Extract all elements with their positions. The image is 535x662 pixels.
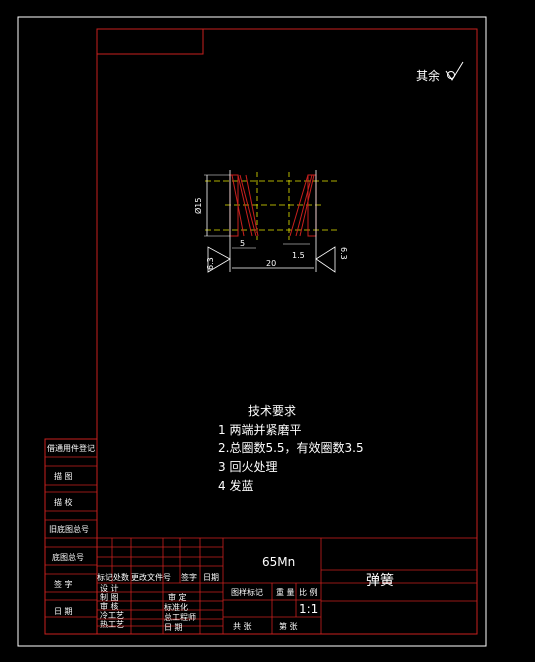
surface-finish-label: 其余 bbox=[416, 68, 440, 83]
part-name: 弹簧 bbox=[366, 573, 394, 589]
scale-label: 比 例 bbox=[299, 587, 318, 597]
surface-finish-note: 其余 bbox=[416, 61, 464, 83]
roughness-left: 6.3 bbox=[206, 257, 215, 270]
side-row-3: 描 校 bbox=[54, 497, 73, 507]
requirement-3: 3 回火处理 bbox=[218, 460, 277, 474]
role-check: 审 核 bbox=[100, 601, 119, 611]
role2-date: 日 期 bbox=[164, 623, 183, 632]
role-heat: 热工艺 bbox=[100, 619, 124, 629]
requirements-title: 技术要求 bbox=[248, 404, 296, 418]
role2-std: 标准化 bbox=[164, 602, 188, 612]
scale-value: 1:1 bbox=[299, 602, 318, 616]
side-column bbox=[44, 438, 98, 635]
diameter-label: Ø15 bbox=[193, 198, 203, 214]
role-cold: 冷工艺 bbox=[100, 610, 124, 620]
material-label: 65Mn bbox=[262, 555, 295, 569]
side-column-rows bbox=[45, 456, 97, 618]
title-block bbox=[96, 537, 478, 635]
rev-h-mark: 标记 bbox=[97, 572, 113, 582]
rev-h-date: 日期 bbox=[203, 573, 219, 582]
roughness-right: 6.3 bbox=[339, 247, 348, 260]
role2-chief: 总工程师 bbox=[164, 612, 196, 622]
role-draw: 制 图 bbox=[100, 592, 119, 602]
length-label: 20 bbox=[266, 259, 276, 268]
side-row-2: 描 图 bbox=[54, 471, 73, 481]
requirement-4: 4 发蓝 bbox=[218, 478, 253, 493]
role2-approve: 审 定 bbox=[168, 592, 187, 602]
code-box bbox=[96, 28, 204, 55]
role-design: 设 计 bbox=[100, 583, 119, 593]
requirement-1: 1 两端并紧磨平 bbox=[218, 423, 301, 437]
inner-frame bbox=[96, 28, 478, 635]
tech-requirements: 技术要求 1 两端并紧磨平 2.总圈数5.5，有效圈数3.5 3 回火处理 4 … bbox=[218, 404, 364, 493]
side-row-5: 底图总号 bbox=[52, 552, 84, 562]
sheets-total: 共 张 bbox=[233, 622, 252, 631]
width-label: 5 bbox=[240, 239, 245, 248]
weight-label: 重 量 bbox=[276, 587, 295, 597]
pitch-label: 1.5 bbox=[292, 251, 305, 260]
spring-drawing: Ø15 5 1.5 20 6.3 6.3 bbox=[193, 170, 348, 273]
outer-border bbox=[17, 16, 487, 647]
side-row-1: 借通用件登记 bbox=[47, 443, 95, 453]
rev-h-sign: 签字 bbox=[181, 572, 197, 582]
side-row-4: 旧底图总号 bbox=[49, 524, 89, 534]
requirement-2: 2.总圈数5.5，有效圈数3.5 bbox=[218, 440, 364, 455]
side-row-6: 签 字 bbox=[54, 579, 73, 589]
rev-h-doc: 更改文件号 bbox=[131, 572, 171, 582]
finish-check-icon bbox=[445, 61, 464, 81]
side-row-7: 日 期 bbox=[54, 607, 73, 616]
sheet-number: 第 张 bbox=[279, 621, 298, 631]
rev-h-count: 处数 bbox=[113, 572, 129, 582]
stage-label: 图样标记 bbox=[231, 587, 263, 597]
